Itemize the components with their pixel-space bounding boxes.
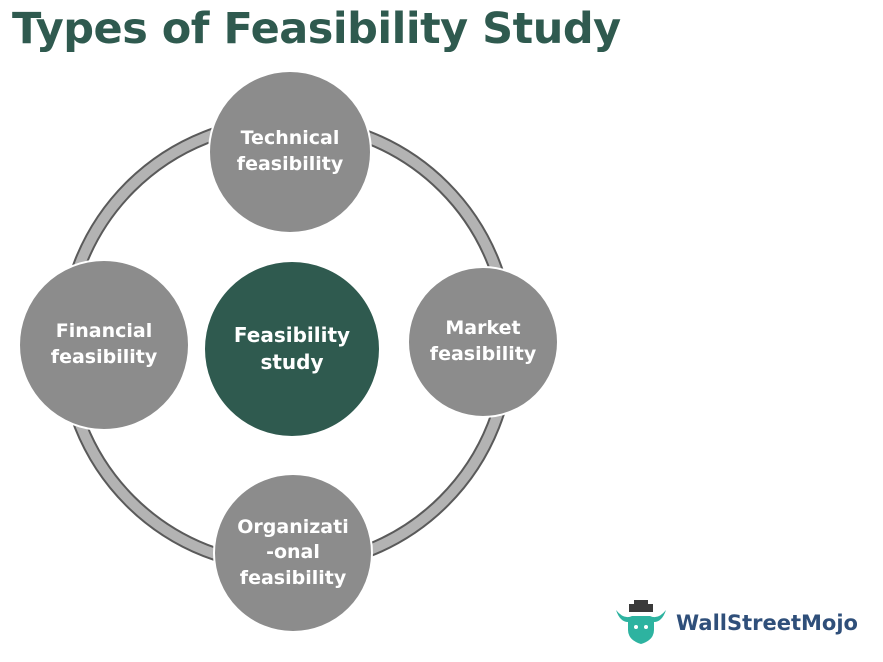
node-market-feasibility: Market feasibility [407, 266, 559, 418]
bull-logo-icon [616, 600, 666, 644]
node-feasibility-study: Feasibility study [203, 260, 381, 438]
node-financial-feasibility: Financial feasibility [18, 259, 190, 431]
wallstreetmojo-logo: WallStreetMojo [612, 600, 858, 646]
page-title: Types of Feasibility Study [12, 4, 621, 54]
logo-wordmark: WallStreetMojo [676, 611, 858, 635]
node-technical-feasibility: Technical feasibility [208, 70, 372, 234]
node-organizational-feasibility: Organizati -onal feasibility [213, 473, 373, 633]
